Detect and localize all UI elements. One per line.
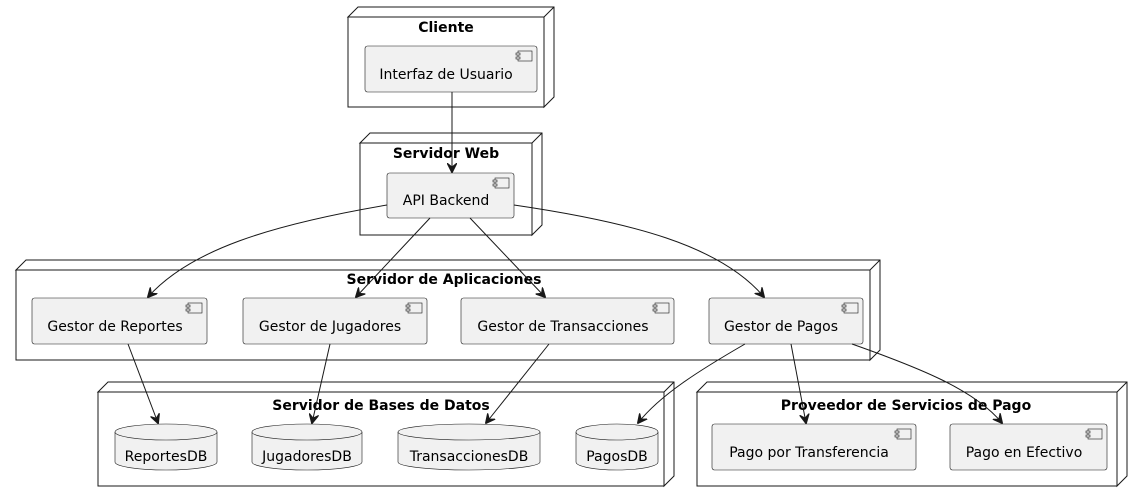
component-interfaz-usuario[interactable]: Interfaz de Usuario: [364, 45, 538, 93]
component-gestor-pagos[interactable]: Gestor de Pagos: [708, 297, 864, 345]
component-label: Pago en Efectivo: [966, 445, 1083, 461]
component-gestor-transacciones[interactable]: Gestor de Transacciones: [460, 297, 675, 345]
arrow-transacciones-to-transaccionesdb: [486, 343, 550, 423]
arrow-jugadores-to-jugadoresdb: [312, 343, 331, 423]
component-icon: [515, 50, 533, 62]
component-icon: [405, 302, 423, 314]
component-icon: [492, 177, 510, 189]
arrow-pagos-to-pagosdb: [638, 343, 746, 423]
component-icon: [841, 302, 859, 314]
component-api-backend[interactable]: API Backend: [386, 172, 515, 219]
component-icon: [185, 302, 203, 314]
component-label: Gestor de Reportes: [47, 319, 182, 335]
database-label: JugadoresDB: [261, 449, 352, 465]
component-icon: [652, 302, 670, 314]
node-title-proveedor-pago: Proveedor de Servicios de Pago: [781, 398, 1032, 414]
database-jugadoresdb[interactable]: JugadoresDB: [251, 423, 363, 471]
component-icon: [894, 428, 912, 440]
node-title-cliente: Cliente: [418, 20, 474, 36]
component-label: Gestor de Jugadores: [259, 319, 401, 335]
node-servidor-bd: Servidor de Bases de Datos: [96, 381, 675, 488]
component-label: Pago por Transferencia: [729, 445, 889, 461]
node-title-servidor-web: Servidor Web: [393, 146, 499, 162]
arrow-pagos-to-efectivo: [851, 343, 1002, 423]
node-title-servidor-aplicaciones: Servidor de Aplicaciones: [347, 272, 542, 288]
arrow-api-to-jugadores: [356, 217, 431, 297]
database-reportesdb[interactable]: ReportesDB: [114, 423, 218, 471]
arrow-reportes-to-reportesdb: [127, 343, 158, 423]
database-pagosdb[interactable]: PagosDB: [575, 423, 659, 471]
database-label: TransaccionesDB: [409, 449, 529, 465]
arrow-api-to-pagos: [513, 204, 764, 297]
component-label: Gestor de Pagos: [724, 319, 838, 335]
database-transaccionesdb[interactable]: TransaccionesDB: [397, 423, 541, 471]
database-label: ReportesDB: [125, 449, 208, 465]
arrow-api-to-reportes: [148, 204, 388, 297]
component-icon: [1085, 428, 1103, 440]
component-label: API Backend: [403, 193, 489, 209]
component-gestor-jugadores[interactable]: Gestor de Jugadores: [242, 297, 428, 345]
component-label: Gestor de Transacciones: [477, 319, 648, 335]
component-pago-transferencia[interactable]: Pago por Transferencia: [711, 423, 917, 471]
database-label: PagosDB: [586, 449, 648, 465]
node-title-servidor-bd: Servidor de Bases de Datos: [272, 398, 489, 414]
component-gestor-reportes[interactable]: Gestor de Reportes: [31, 297, 208, 345]
arrow-api-to-transacciones: [469, 217, 545, 297]
arrow-pagos-to-transferencia: [790, 343, 806, 423]
component-label: Interfaz de Usuario: [379, 67, 512, 83]
component-pago-efectivo[interactable]: Pago en Efectivo: [949, 423, 1108, 471]
